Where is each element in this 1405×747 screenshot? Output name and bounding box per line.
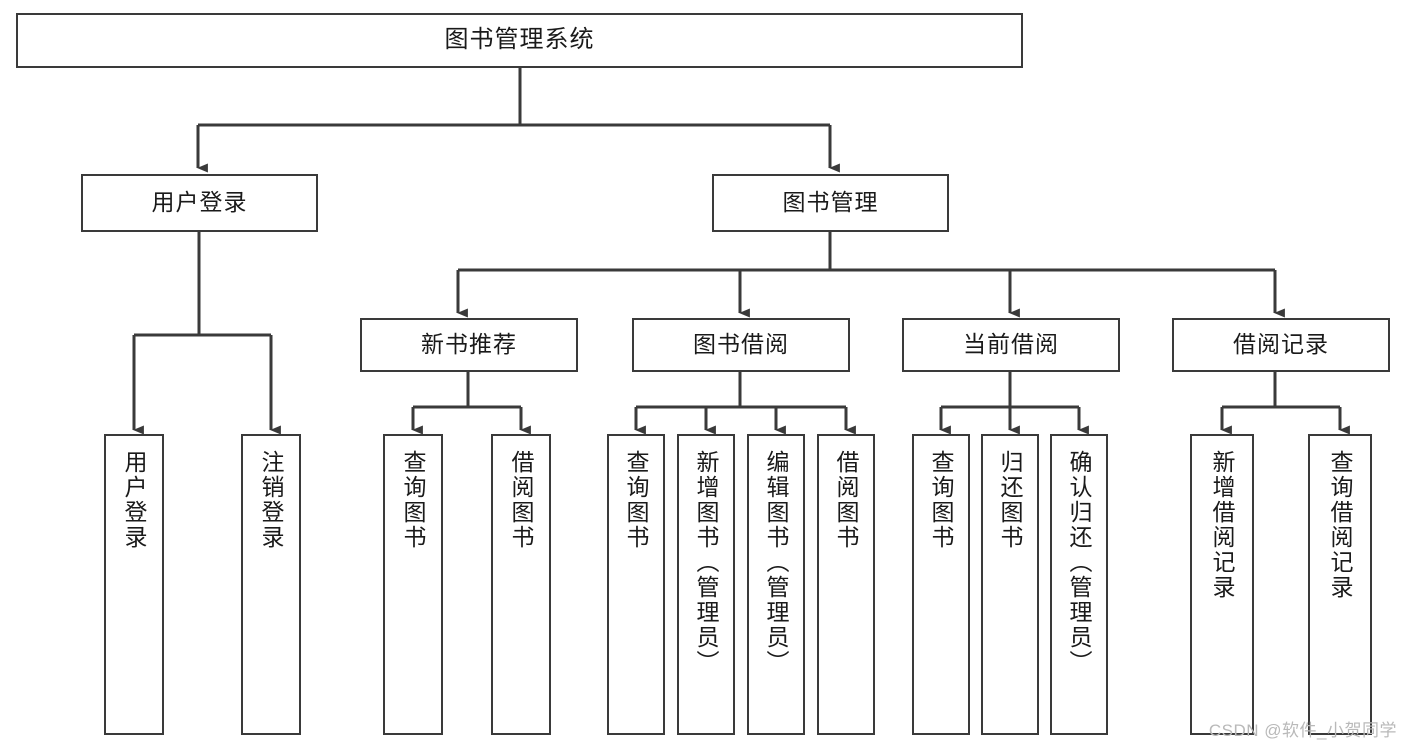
node-leaf-query-book-1-label: 查询图书 [400, 450, 427, 550]
node-leaf-query-record-label: 查询借阅记录 [1327, 450, 1354, 600]
node-leaf-borrow-book-2[interactable]: 借阅图书 [817, 434, 875, 735]
node-leaf-confirm-return-label: 确认归还（管理员） [1066, 450, 1093, 675]
node-book-borrow-label: 图书借阅 [693, 331, 789, 358]
node-leaf-query-book-2[interactable]: 查询图书 [607, 434, 665, 735]
node-leaf-return-book-label: 归还图书 [997, 450, 1024, 550]
node-book-borrow[interactable]: 图书借阅 [632, 318, 850, 372]
node-leaf-logout-login-label: 注销登录 [258, 450, 285, 550]
node-leaf-add-record[interactable]: 新增借阅记录 [1190, 434, 1254, 735]
node-user-login[interactable]: 用户登录 [81, 174, 318, 232]
node-leaf-add-record-label: 新增借阅记录 [1209, 450, 1236, 600]
node-borrow-record-label: 借阅记录 [1233, 331, 1329, 358]
node-leaf-confirm-return[interactable]: 确认归还（管理员） [1050, 434, 1108, 735]
node-current-borrow[interactable]: 当前借阅 [902, 318, 1120, 372]
node-leaf-query-record[interactable]: 查询借阅记录 [1308, 434, 1372, 735]
node-book-manage-label: 图书管理 [782, 189, 879, 216]
node-leaf-query-book-3-label: 查询图书 [928, 450, 955, 550]
node-leaf-user-login[interactable]: 用户登录 [104, 434, 164, 735]
node-leaf-query-book-3[interactable]: 查询图书 [912, 434, 970, 735]
node-leaf-edit-book-label: 编辑图书（管理员） [763, 450, 790, 675]
node-leaf-query-book-1[interactable]: 查询图书 [383, 434, 443, 735]
node-borrow-record[interactable]: 借阅记录 [1172, 318, 1390, 372]
node-root-label: 图书管理系统 [444, 26, 595, 54]
watermark-csdn: CSDN @软件_小贺同学 [1208, 721, 1397, 740]
node-current-borrow-label: 当前借阅 [963, 331, 1059, 358]
node-leaf-borrow-book-1[interactable]: 借阅图书 [491, 434, 551, 735]
node-leaf-edit-book[interactable]: 编辑图书（管理员） [747, 434, 805, 735]
node-leaf-user-login-label: 用户登录 [121, 450, 148, 550]
node-leaf-borrow-book-1-label: 借阅图书 [508, 450, 535, 550]
node-leaf-logout-login[interactable]: 注销登录 [241, 434, 301, 735]
node-user-login-label: 用户登录 [151, 189, 248, 216]
node-book-manage[interactable]: 图书管理 [712, 174, 949, 232]
node-leaf-add-book[interactable]: 新增图书（管理员） [677, 434, 735, 735]
node-leaf-return-book[interactable]: 归还图书 [981, 434, 1039, 735]
node-leaf-borrow-book-2-label: 借阅图书 [833, 450, 860, 550]
node-new-book-recommend-label: 新书推荐 [421, 331, 517, 358]
node-leaf-query-book-2-label: 查询图书 [623, 450, 650, 550]
node-leaf-add-book-label: 新增图书（管理员） [693, 450, 720, 675]
node-new-book-recommend[interactable]: 新书推荐 [360, 318, 578, 372]
node-root-system[interactable]: 图书管理系统 [16, 13, 1023, 68]
